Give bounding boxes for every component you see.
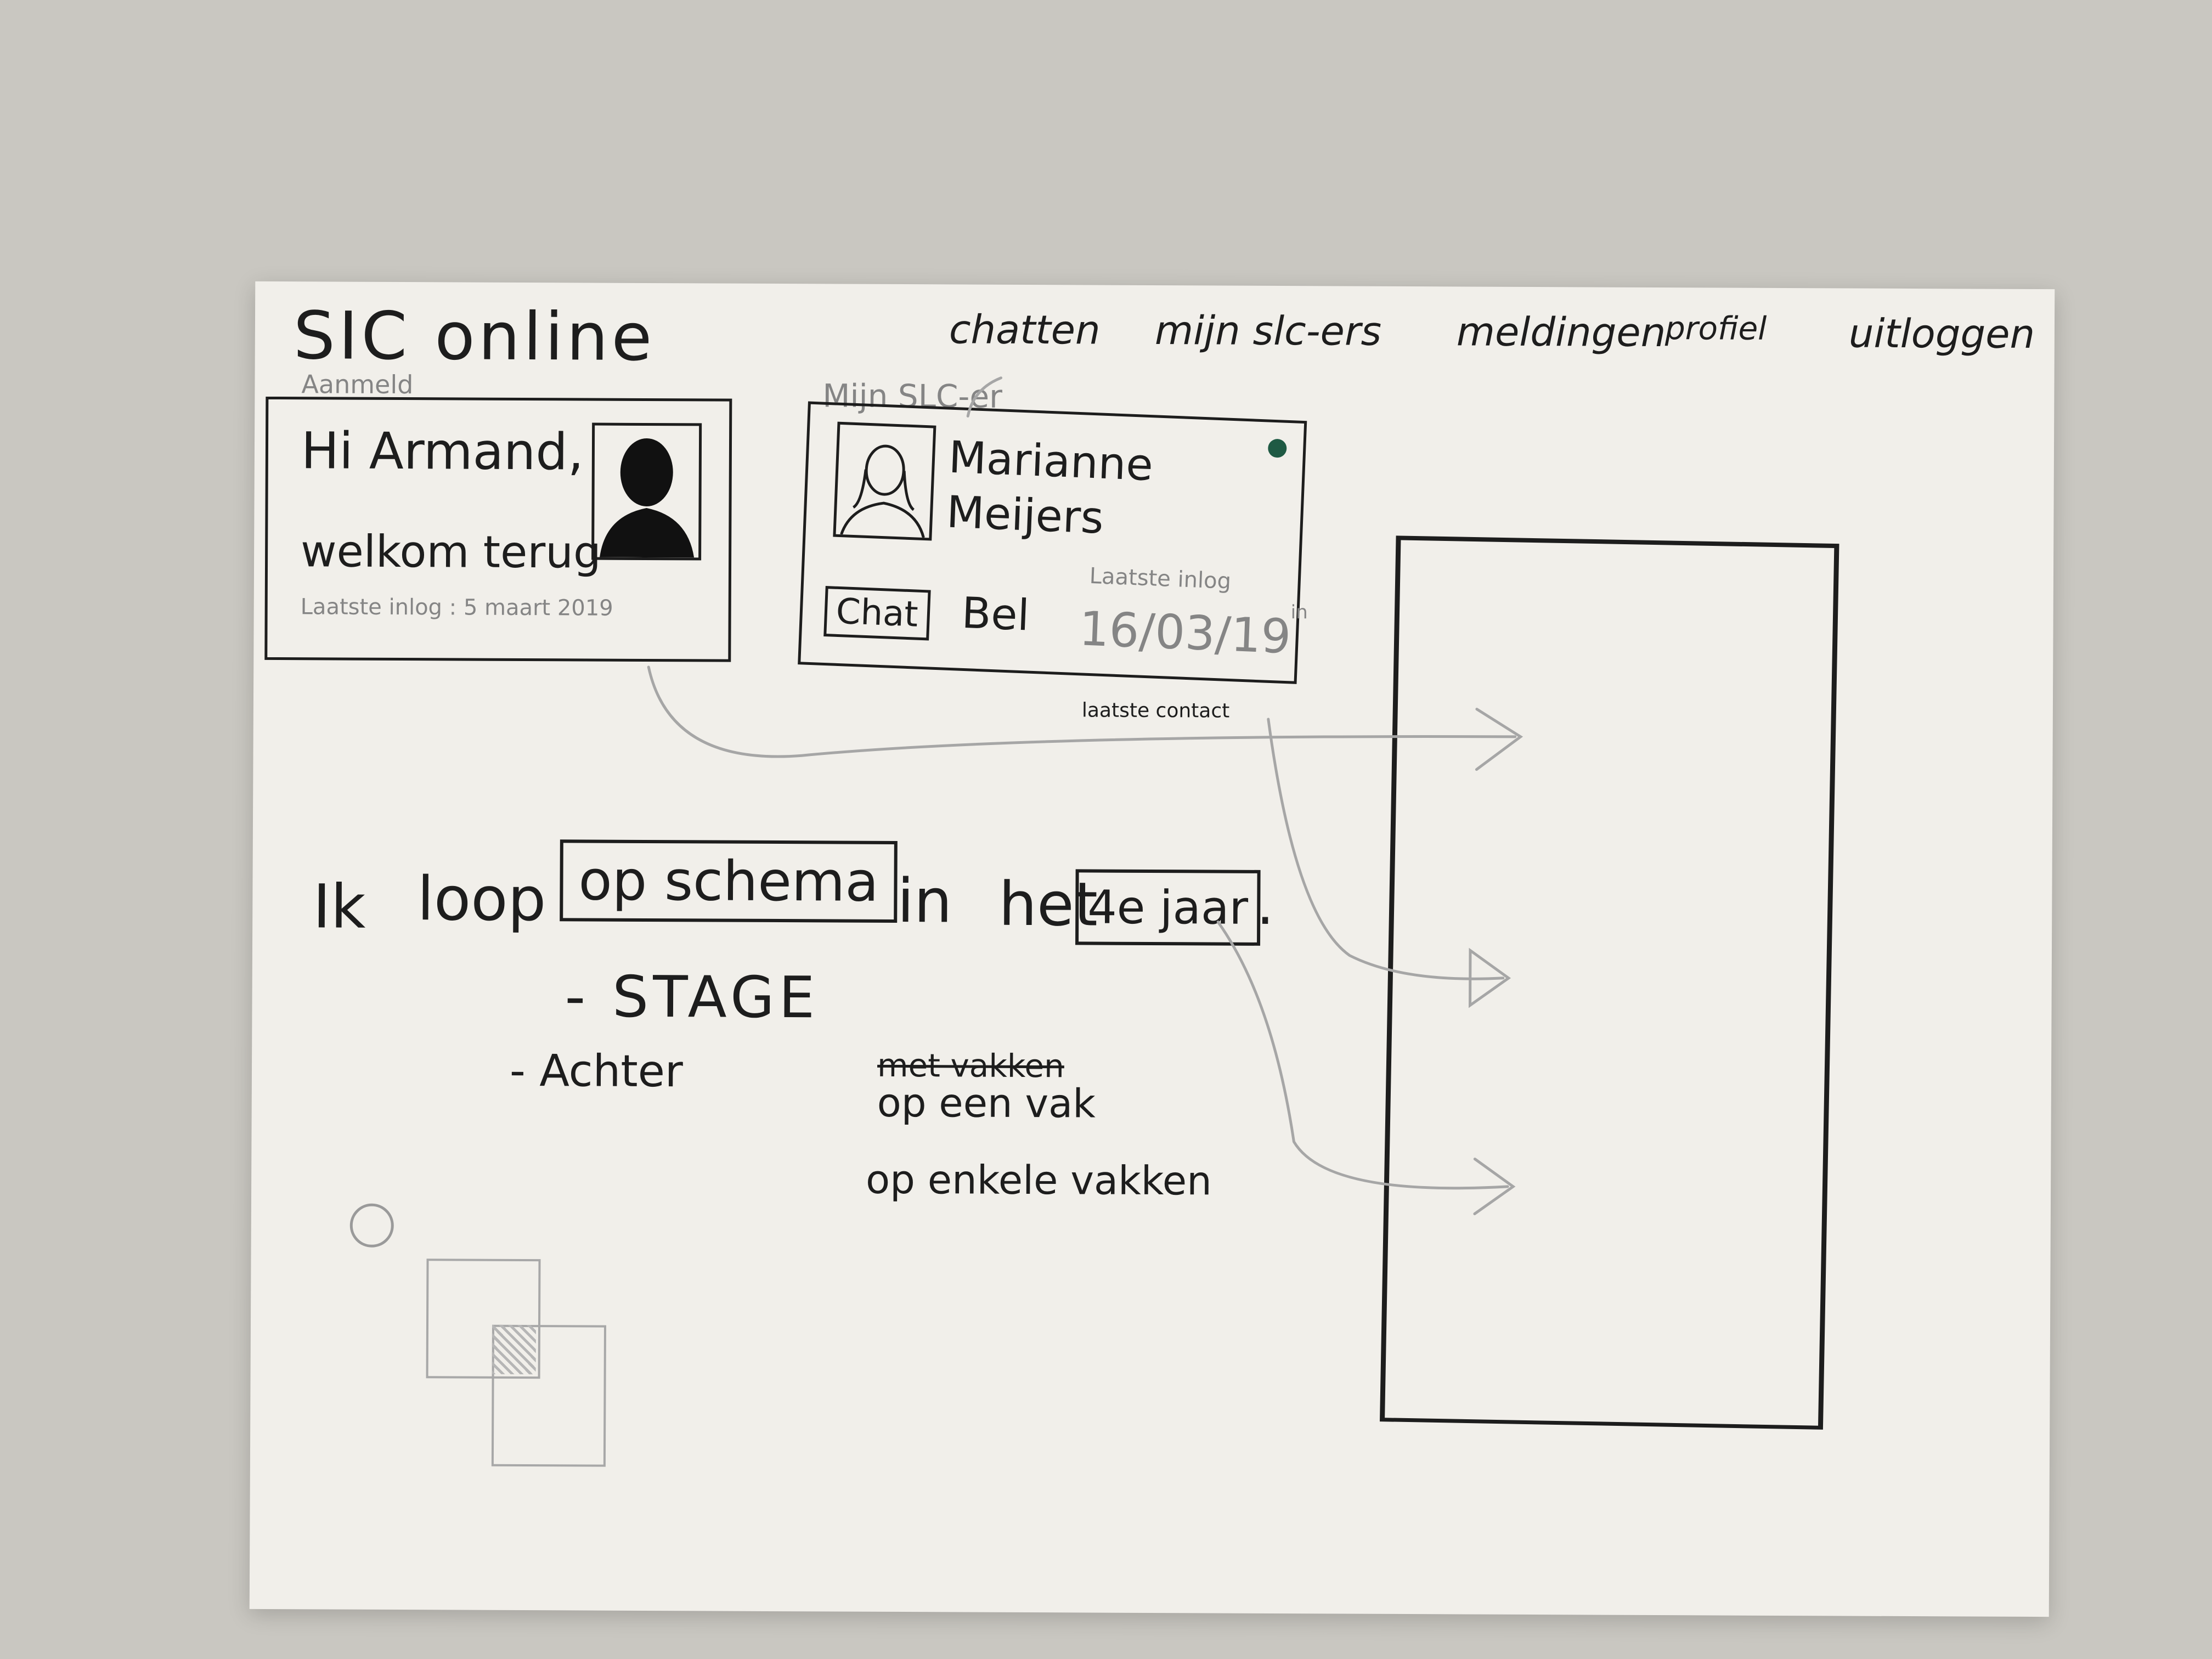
person-silhouette-icon [600, 438, 695, 558]
arrowhead-icon [1475, 708, 1523, 771]
arrow-year-to-detail [1216, 921, 1509, 1190]
arrowhead-icon [1473, 1158, 1516, 1216]
welcome-card: Hi Armand, welkom terug Laatste inlog : … [264, 396, 732, 662]
arrow-slc-to-detail [1267, 718, 1505, 980]
sketch-paper: SIC online chatten mijn slc-ers meldinge… [249, 281, 2055, 1617]
slc-avatar[interactable] [833, 421, 936, 541]
slc-card: Marianne Meijers Chat Bel Laatste inlog … [798, 401, 1307, 684]
arrow-slc-label-tick [966, 376, 1003, 418]
person-outline-icon [840, 444, 925, 538]
flow-arrows [647, 376, 1523, 1216]
user-avatar[interactable] [591, 422, 702, 561]
arrow-welcome-to-detail [647, 665, 1517, 758]
arrowhead-icon [1469, 947, 1511, 1008]
